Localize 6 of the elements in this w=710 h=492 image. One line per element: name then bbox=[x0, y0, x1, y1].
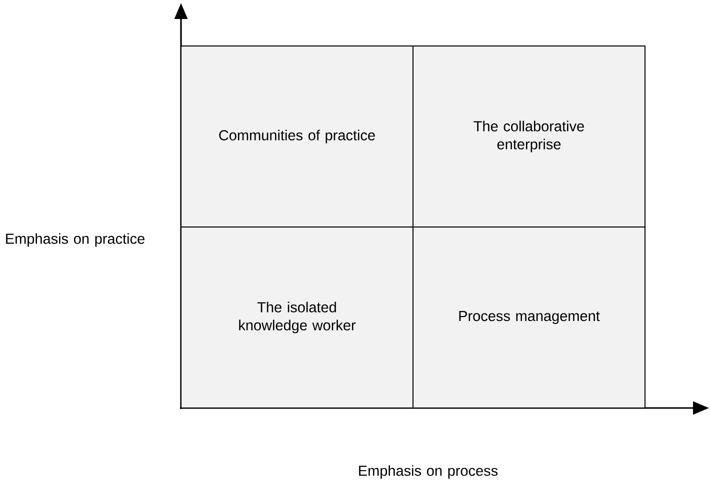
quadrant-box: Process management bbox=[412, 226, 646, 408]
quadrant-box: The collaborative enterprise bbox=[412, 46, 646, 228]
axis-label: Emphasis on practice bbox=[6, 233, 144, 247]
axis-label: Emphasis on process bbox=[359, 465, 498, 479]
quadrant-box: The isolated knowledge worker bbox=[180, 226, 414, 408]
quadrant-box: Communities of practice bbox=[180, 46, 414, 228]
